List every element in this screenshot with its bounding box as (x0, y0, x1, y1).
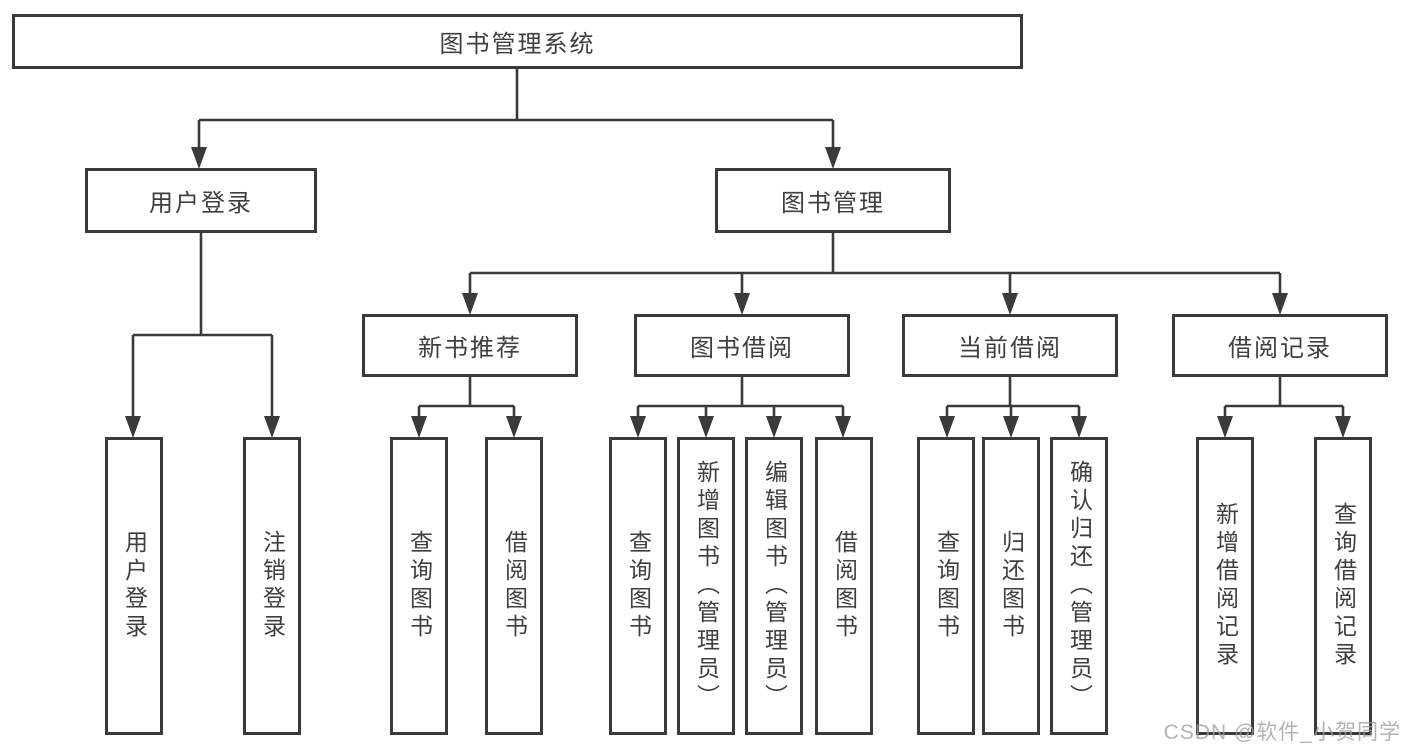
node-user-login-module: 用户登录 (85, 168, 317, 233)
leaf-query-books-current: 查询图书 (917, 437, 975, 735)
leaf-label: 借阅图书 (501, 530, 528, 642)
leaf-add-borrow-record: 新增借阅记录 (1196, 437, 1254, 735)
node-root-system: 图书管理系统 (12, 14, 1023, 69)
leaf-confirm-return-admin: 确认归还（管理员） (1050, 437, 1108, 735)
leaf-label: 编辑图书（管理员） (761, 460, 788, 712)
leaf-label: 查询图书 (625, 530, 652, 642)
leaf-label: 查询借阅记录 (1330, 502, 1357, 670)
leaf-borrow-books-recommend: 借阅图书 (485, 437, 543, 735)
leaf-label: 新增图书（管理员） (693, 460, 720, 712)
connector (191, 69, 841, 169)
leaf-label: 归还图书 (998, 530, 1025, 642)
leaf-label: 确认归还（管理员） (1066, 460, 1093, 712)
leaf-label: 新增借阅记录 (1212, 502, 1239, 670)
connector (1217, 377, 1351, 438)
leaf-label: 查询图书 (406, 530, 433, 642)
connector (462, 233, 1288, 315)
leaf-edit-books-admin: 编辑图书（管理员） (745, 437, 803, 735)
node-new-book-recommend: 新书推荐 (362, 314, 578, 377)
csdn-watermark: CSDN @软件_小贺同学 (1163, 721, 1401, 744)
node-book-management-module: 图书管理 (715, 168, 951, 233)
leaf-return-books: 归还图书 (982, 437, 1040, 735)
node-book-borrow: 图书借阅 (634, 314, 850, 377)
connector (939, 377, 1087, 438)
leaf-borrow-books: 借阅图书 (815, 437, 873, 735)
connector (630, 377, 851, 438)
node-borrow-record: 借阅记录 (1172, 314, 1388, 377)
leaf-query-books: 查询图书 (609, 437, 667, 735)
leaf-label: 注销登录 (259, 530, 286, 642)
node-current-borrow: 当前借阅 (902, 314, 1118, 377)
leaf-logout: 注销登录 (243, 437, 301, 735)
leaf-label: 查询图书 (933, 530, 960, 642)
leaf-label: 用户登录 (121, 530, 148, 642)
connector (125, 233, 280, 438)
leaf-add-books-admin: 新增图书（管理员） (677, 437, 735, 735)
leaf-query-books-recommend: 查询图书 (390, 437, 448, 735)
leaf-query-borrow-record: 查询借阅记录 (1314, 437, 1372, 735)
leaf-label: 借阅图书 (831, 530, 858, 642)
leaf-user-login: 用户登录 (105, 437, 163, 735)
connector (411, 377, 522, 438)
